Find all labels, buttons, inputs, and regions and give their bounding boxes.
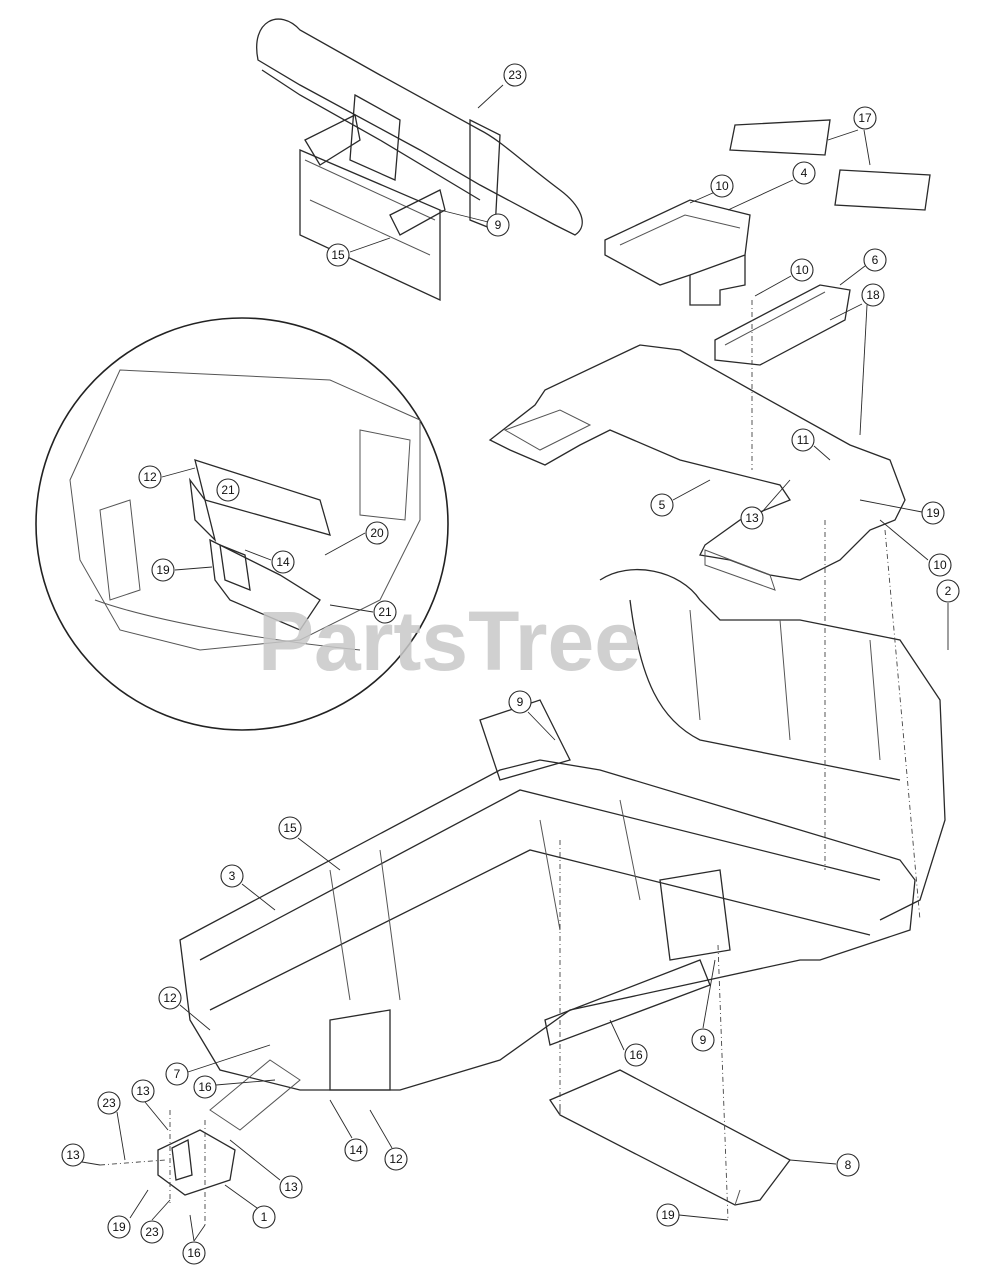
svg-text:5: 5 bbox=[659, 498, 666, 512]
callout-16-a[interactable]: 16 bbox=[609, 1019, 648, 1067]
callout-12-b[interactable]: 12 bbox=[158, 986, 211, 1031]
svg-text:15: 15 bbox=[283, 821, 297, 835]
callout-21-a[interactable]: 21 bbox=[216, 478, 240, 502]
callout-10-c[interactable]: 10 bbox=[879, 519, 952, 577]
svg-text:1: 1 bbox=[261, 1210, 268, 1224]
callout-16-c[interactable]: 16 bbox=[182, 1214, 206, 1265]
svg-text:14: 14 bbox=[349, 1143, 363, 1157]
main-frame-3 bbox=[179, 568, 946, 1091]
svg-text:23: 23 bbox=[145, 1225, 159, 1239]
callout-13-c[interactable]: 13 bbox=[61, 1143, 101, 1167]
callout-5[interactable]: 5 bbox=[650, 479, 711, 517]
svg-text:13: 13 bbox=[745, 511, 759, 525]
callout-9-c[interactable]: 9 bbox=[691, 959, 716, 1052]
callout-11[interactable]: 11 bbox=[791, 428, 831, 461]
callout-19-a[interactable]: 19 bbox=[859, 499, 945, 525]
callout-2[interactable]: 2 bbox=[936, 579, 960, 650]
callouts: 23 17 10 4 9 15 bbox=[61, 63, 960, 1265]
svg-text:19: 19 bbox=[661, 1208, 675, 1222]
callout-19-c[interactable]: 19 bbox=[107, 1189, 149, 1239]
svg-text:6: 6 bbox=[872, 253, 879, 267]
callout-18[interactable]: 18 bbox=[829, 283, 885, 436]
svg-text:14: 14 bbox=[276, 555, 290, 569]
cover-6 bbox=[714, 284, 851, 366]
svg-text:2: 2 bbox=[945, 584, 952, 598]
svg-text:16: 16 bbox=[629, 1048, 643, 1062]
callout-13-d[interactable]: 13 bbox=[229, 1139, 303, 1199]
callout-7[interactable]: 7 bbox=[165, 1044, 271, 1086]
svg-text:19: 19 bbox=[112, 1220, 126, 1234]
svg-text:21: 21 bbox=[378, 605, 392, 619]
callout-6[interactable]: 6 bbox=[839, 248, 887, 286]
detail-view bbox=[35, 317, 449, 731]
floor-pan-5 bbox=[488, 344, 906, 591]
svg-text:4: 4 bbox=[801, 166, 808, 180]
callout-16-b[interactable]: 16 bbox=[193, 1075, 276, 1099]
callout-21-b[interactable]: 21 bbox=[329, 600, 397, 624]
callout-20[interactable]: 20 bbox=[324, 521, 389, 556]
callout-12-a[interactable]: 12 bbox=[138, 465, 196, 489]
callout-1[interactable]: 1 bbox=[224, 1184, 276, 1229]
svg-text:13: 13 bbox=[284, 1180, 298, 1194]
svg-text:10: 10 bbox=[715, 179, 729, 193]
svg-text:16: 16 bbox=[187, 1246, 201, 1260]
svg-text:23: 23 bbox=[102, 1096, 116, 1110]
callout-17[interactable]: 17 bbox=[827, 106, 877, 166]
svg-text:7: 7 bbox=[174, 1067, 181, 1081]
front-bumper-assembly bbox=[256, 18, 583, 302]
svg-text:8: 8 bbox=[845, 1158, 852, 1172]
callout-22[interactable]: 23 bbox=[477, 63, 527, 109]
callout-10-b[interactable]: 10 bbox=[754, 258, 814, 297]
svg-text:23: 23 bbox=[508, 68, 522, 82]
svg-text:9: 9 bbox=[700, 1033, 707, 1047]
assembly-lines bbox=[99, 300, 921, 1225]
callout-3[interactable]: 3 bbox=[220, 864, 276, 911]
svg-text:10: 10 bbox=[933, 558, 947, 572]
svg-text:15: 15 bbox=[331, 248, 345, 262]
callout-4[interactable]: 4 bbox=[727, 161, 816, 211]
svg-text:12: 12 bbox=[389, 1152, 403, 1166]
svg-text:13: 13 bbox=[66, 1148, 80, 1162]
hitch-assembly-1 bbox=[157, 1059, 301, 1196]
svg-text:19: 19 bbox=[156, 563, 170, 577]
svg-text:9: 9 bbox=[517, 695, 524, 709]
callout-14-a[interactable]: 14 bbox=[244, 549, 295, 574]
callout-8[interactable]: 8 bbox=[789, 1153, 860, 1177]
svg-text:12: 12 bbox=[143, 470, 157, 484]
callout-12-c[interactable]: 12 bbox=[369, 1109, 408, 1171]
svg-text:13: 13 bbox=[136, 1084, 150, 1098]
callout-19-b[interactable]: 19 bbox=[151, 558, 213, 582]
callout-13-a[interactable]: 13 bbox=[740, 479, 791, 530]
callout-13-b[interactable]: 13 bbox=[131, 1079, 169, 1131]
svg-text:12: 12 bbox=[163, 991, 177, 1005]
callout-23-a[interactable]: 23 bbox=[97, 1091, 126, 1161]
decal-17 bbox=[729, 119, 931, 211]
svg-text:9: 9 bbox=[495, 218, 502, 232]
svg-text:20: 20 bbox=[370, 526, 384, 540]
callout-23-b[interactable]: 23 bbox=[140, 1199, 171, 1244]
callout-10-a[interactable]: 10 bbox=[689, 174, 734, 204]
svg-text:11: 11 bbox=[797, 433, 810, 447]
svg-text:19: 19 bbox=[926, 506, 940, 520]
tie-bar-16 bbox=[544, 959, 711, 1046]
callout-15-b[interactable]: 15 bbox=[278, 816, 341, 871]
callout-9-b[interactable]: 9 bbox=[508, 690, 556, 741]
bracket-4 bbox=[604, 199, 751, 306]
watermark-text: PartsTree bbox=[258, 594, 641, 688]
callout-14-b[interactable]: 14 bbox=[329, 1099, 368, 1162]
svg-text:17: 17 bbox=[858, 111, 872, 125]
callout-9-a[interactable]: 9 bbox=[439, 209, 510, 237]
svg-text:18: 18 bbox=[866, 288, 880, 302]
callout-19-d[interactable]: 19 bbox=[656, 1203, 729, 1227]
callout-15-a[interactable]: 15 bbox=[326, 237, 391, 267]
svg-text:16: 16 bbox=[198, 1080, 212, 1094]
svg-text:3: 3 bbox=[229, 869, 236, 883]
svg-text:21: 21 bbox=[221, 483, 235, 497]
skid-plate-8 bbox=[549, 1069, 791, 1206]
svg-text:10: 10 bbox=[795, 263, 809, 277]
